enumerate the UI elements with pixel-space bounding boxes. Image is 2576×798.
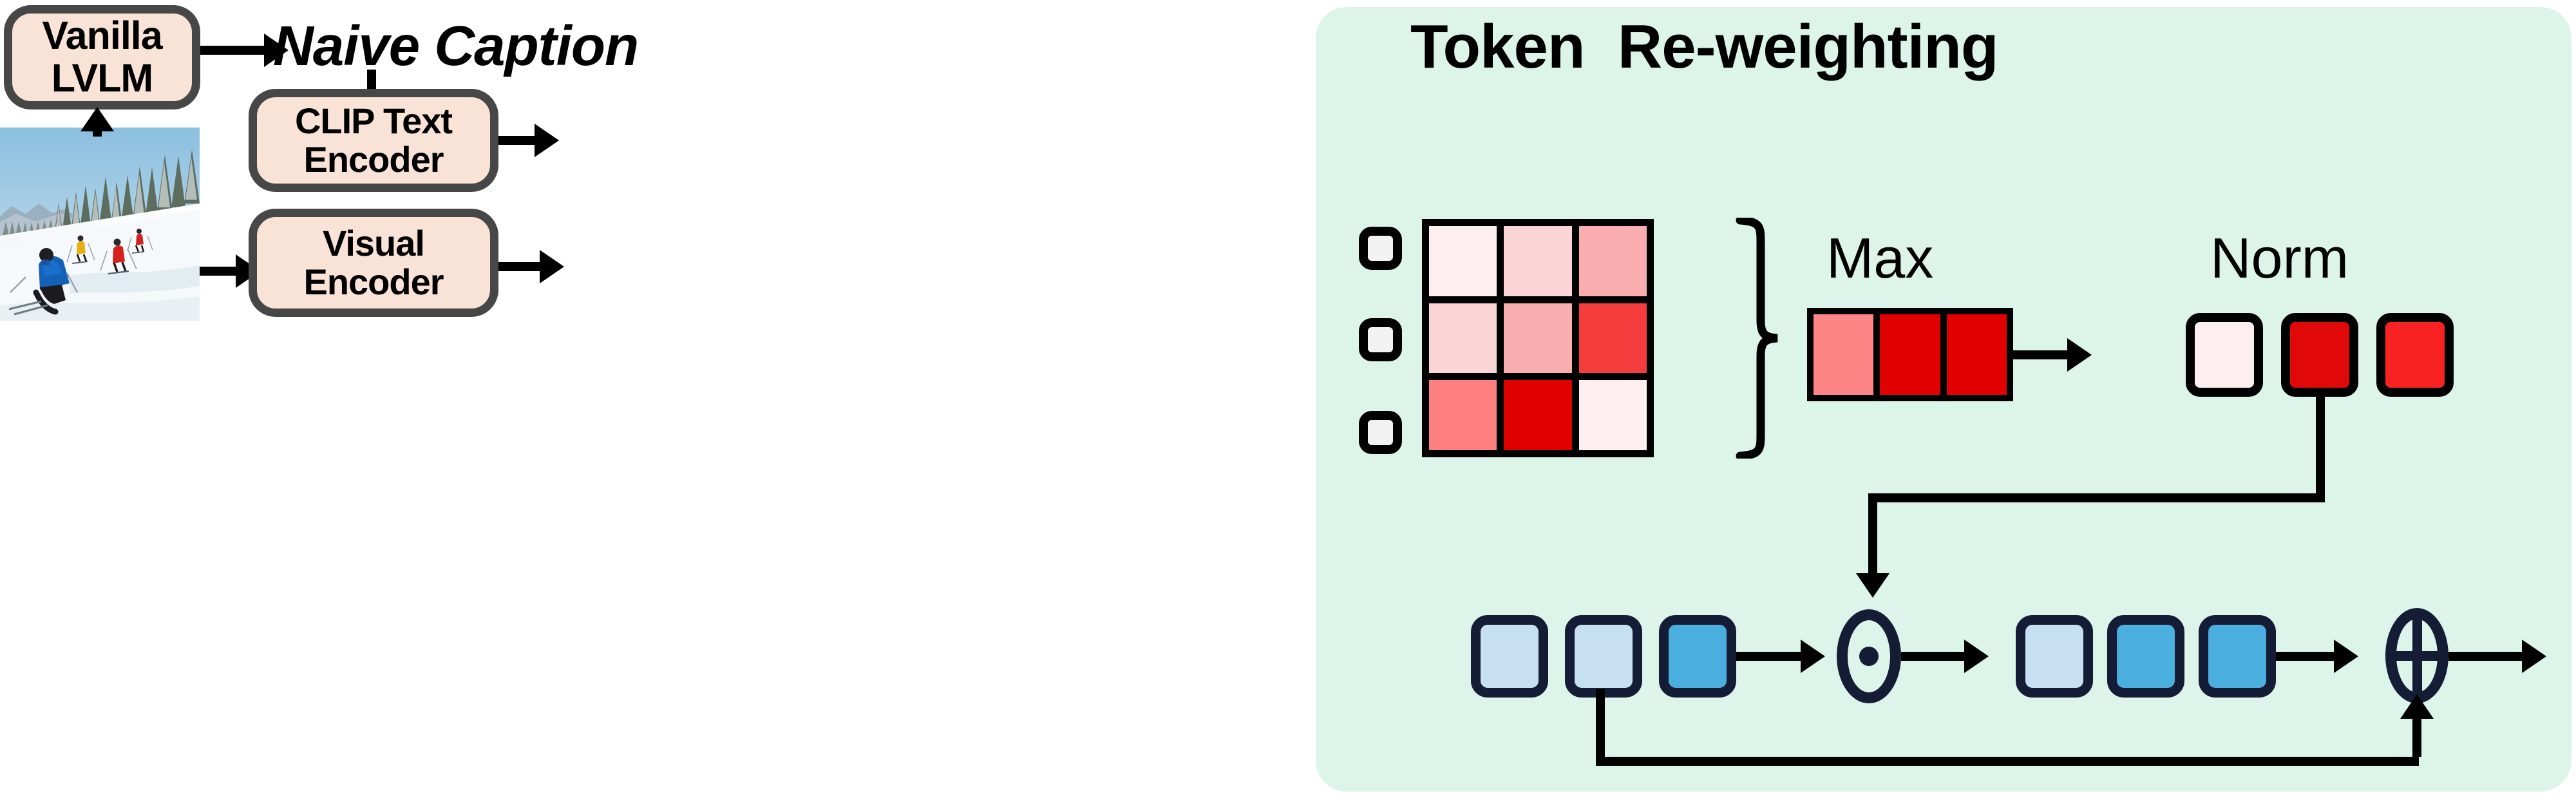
norm-to-multiply-arrowhead	[1856, 573, 1889, 598]
arrow-photo-to-lvlm-head	[80, 107, 114, 131]
arrow-lvlm-to-caption-line	[200, 46, 268, 55]
clip-text-encoder-box[interactable]: CLIP Text Encoder	[249, 89, 498, 192]
arrow-tokens-to-multiply-line	[1736, 652, 1807, 661]
max-cell-3	[1946, 314, 2007, 395]
arrow-clip-to-matrix-head	[535, 124, 559, 157]
residual-skip-horizontal	[1596, 757, 2419, 766]
vanilla-lvlm-label-line1: Vanilla	[42, 14, 162, 58]
visual-token-out-1	[2016, 615, 2093, 698]
max-vector-strip	[1807, 308, 2013, 401]
elementwise-multiply-operator	[1837, 609, 1901, 703]
input-image-skiers	[0, 128, 200, 321]
norm-label: Norm	[2210, 226, 2349, 290]
max-cell-2	[1880, 314, 1940, 395]
visual-token-out-2	[2107, 615, 2184, 698]
norm-cell-2	[2281, 313, 2358, 397]
max-cell-1	[1814, 314, 1874, 395]
naive-caption-text: Naive Caption	[273, 15, 639, 77]
arrow-add-to-output-line	[2448, 652, 2526, 661]
arrow-visual-encoder-to-tokens-line	[498, 262, 544, 271]
norm-to-multiply-vertical	[2316, 394, 2325, 502]
matrix-cell-r3c3	[1578, 380, 1647, 450]
text-token-square-3	[1359, 411, 1402, 454]
vanilla-lvlm-box[interactable]: Vanilla LVLM	[4, 5, 200, 109]
matrix-cell-r1c2	[1504, 226, 1572, 296]
visual-token-out-3	[2199, 615, 2276, 698]
matrix-cell-r1c3	[1578, 226, 1647, 296]
matrix-cell-r3c1	[1429, 380, 1497, 450]
arrow-add-to-output-head	[2522, 640, 2546, 673]
vanilla-lvlm-label-line2: LVLM	[51, 56, 153, 100]
matrix-cell-r2c3	[1578, 303, 1647, 374]
arrow-tokens-to-add-head	[2334, 640, 2358, 673]
panel-title-token-reweighting: Token Re-weighting	[1410, 12, 1999, 81]
visual-token-in-3	[1659, 615, 1736, 698]
visual-token-in-1	[1471, 615, 1548, 698]
arrow-tokens-to-add-line	[2276, 652, 2340, 661]
arrow-tokens-to-multiply-head	[1801, 640, 1825, 673]
elementwise-add-operator	[2385, 608, 2448, 703]
visual-encoder-label-line2: Encoder	[303, 261, 444, 302]
text-token-square-2	[1359, 318, 1402, 361]
clip-text-encoder-label-line2: Encoder	[303, 139, 444, 180]
text-token-square-1	[1359, 227, 1402, 270]
arrow-visual-encoder-to-tokens-head	[540, 250, 564, 283]
matrix-cell-r2c1	[1429, 303, 1497, 374]
add-vertical-bar-icon	[2412, 610, 2422, 701]
visual-encoder-box[interactable]: Visual Encoder	[249, 209, 498, 317]
arrow-lvlm-to-caption-head	[264, 33, 289, 67]
arrow-clip-to-matrix-line	[498, 136, 538, 145]
visual-token-in-2	[1565, 615, 1642, 698]
norm-to-multiply-horizontal	[1868, 493, 2325, 502]
matrix-curly-brace	[1735, 218, 1785, 459]
visual-encoder-label-line1: Visual	[323, 222, 425, 263]
arrow-multiply-to-tokens-head	[1964, 640, 1989, 673]
multiply-dot-icon	[1859, 647, 1879, 666]
arrow-multiply-to-tokens-line	[1901, 652, 1972, 661]
max-label: Max	[1826, 226, 1934, 290]
arrow-max-to-norm-line	[2013, 350, 2071, 359]
residual-skip-arrowhead	[2400, 694, 2434, 719]
attention-matrix	[1422, 219, 1654, 457]
clip-text-encoder-label-line1: CLIP Text	[294, 100, 453, 141]
arrow-photo-to-visual-encoder-line	[200, 267, 240, 276]
residual-skip-vertical-from-token	[1596, 689, 1605, 766]
matrix-cell-r2c2	[1504, 303, 1572, 374]
matrix-cell-r1c1	[1429, 226, 1497, 296]
norm-cell-3	[2376, 313, 2454, 397]
norm-to-multiply-drop	[1868, 493, 1877, 578]
arrow-max-to-norm-head	[2067, 338, 2092, 372]
matrix-cell-r3c2	[1504, 380, 1572, 450]
norm-cell-1	[2186, 313, 2263, 397]
